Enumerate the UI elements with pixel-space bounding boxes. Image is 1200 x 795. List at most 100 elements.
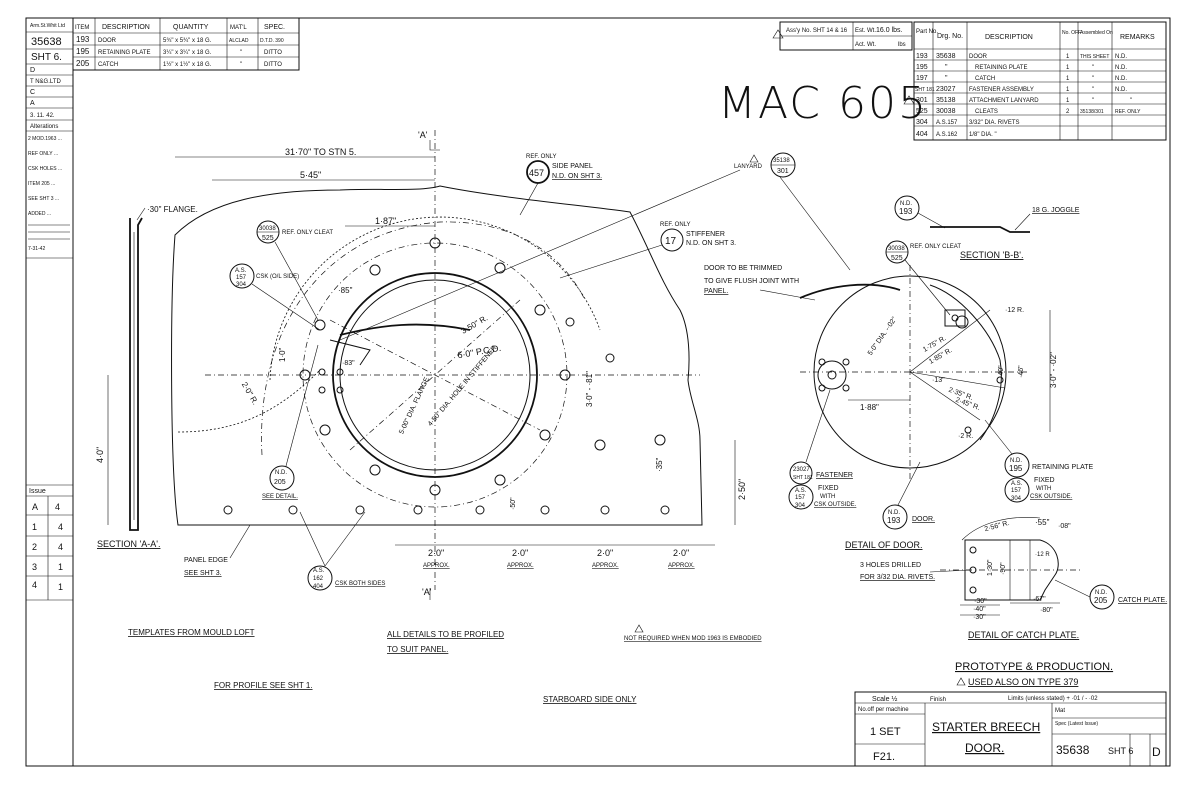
part-desc: FASTENER ASSEMBLY: [969, 87, 1034, 93]
title-sheet: SHT 6: [1108, 746, 1133, 756]
est-wt: 16.0 lbs.: [876, 27, 903, 34]
issue-symbol: 1: [32, 522, 37, 532]
nd193-top-label: N.D.: [900, 201, 912, 207]
note-see-sht1: FOR PROFILE SEE SHT 1.: [214, 681, 313, 690]
bottom-dim-approx: APPROX.: [592, 563, 619, 569]
detail-catch-view: 2·56" R. ·55" ·08" ·12 R 1·30" ·90" ·30"…: [860, 517, 1167, 640]
fixed-csk-note: FIXED: [818, 485, 839, 492]
balloon-457-text: 457: [529, 168, 544, 178]
cut-line-label-bottom: 'A': [422, 587, 432, 597]
strip-row-d: D: [30, 67, 35, 74]
part-drg: A.S.162: [936, 132, 958, 138]
holes-note-2: FOR 3/32 DIA. RIVETS.: [860, 574, 935, 581]
bottom-dim-approx: APPROX.: [507, 563, 534, 569]
callout-fixed-csk-2: A.S. 157 304 FIXED WITH CSK OUTSIDE.: [1004, 477, 1073, 503]
trim-note-2: TO GIVE FLUSH JOINT WITH: [704, 278, 799, 285]
fixed-csk-note: WITH: [820, 494, 835, 500]
trim-note-3: PANEL.: [704, 288, 728, 295]
part-rem: N.D.: [1115, 54, 1127, 60]
note-profile-2: TO SUIT PANEL.: [387, 645, 448, 654]
part-off: 2: [1066, 109, 1070, 115]
item-cell: DITTO: [264, 62, 282, 68]
callout-nd195: N.D. 195 RETAINING PLATE: [984, 419, 1094, 478]
cleat-a-bot: 525: [262, 235, 274, 242]
parts-col-header: Part No.: [916, 29, 938, 35]
part-on: 35138/301: [1080, 109, 1104, 115]
left-sheet-no: SHT 6.: [31, 52, 62, 63]
parts-col-header: No. OFF: [1062, 30, 1081, 36]
title-spec: Spec (Latest Issue): [1055, 721, 1098, 727]
part-off: 1: [1066, 87, 1070, 93]
cleat-b-top: 30038: [888, 246, 905, 252]
dim-500dia: 5·00" DIA. FLANGE: [398, 376, 431, 435]
item-cell: ALCLAD: [229, 38, 249, 44]
as162-mid: 162: [313, 576, 324, 582]
parts-rows: 193 35638 DOOR 1 THIS SHEET N.D. 195 " R…: [914, 53, 1166, 138]
part-drg: 35638: [936, 53, 956, 60]
issue-value: 4: [58, 522, 63, 532]
item-table: ITEM DESCRIPTION QUANTITY MAT'L SPEC. 19…: [72, 17, 300, 71]
door-dim-046: ·46": [1018, 365, 1025, 378]
drawing-title: MAC 605: [718, 78, 928, 129]
section-aa-view: ·30" FLANGE.: [95, 130, 851, 600]
flange-section: [129, 217, 143, 531]
bottom-dim-value: 2·0": [512, 548, 528, 558]
alterations-label: Alterations: [30, 124, 58, 130]
note-profile-1: ALL DETAILS TO BE PROFILED: [387, 630, 504, 639]
notes: TEMPLATES FROM MOULD LOFT ALL DETAILS TO…: [128, 624, 1113, 704]
item-cell: RETAINING PLATE: [98, 50, 150, 56]
door-dim-30: 3·0" - ·02": [1049, 352, 1058, 388]
holes-note-1: 3 HOLES DRILLED: [860, 562, 921, 569]
assy-no: Ass'y No. SHT 14 & 16: [786, 28, 848, 34]
nd193-top-num: 193: [899, 207, 913, 216]
part-on: THIS SHEET: [1080, 54, 1109, 60]
dim-10: 1·0": [278, 347, 287, 362]
fixed-csk-top: A.S.: [795, 488, 807, 494]
item-cell: 205: [76, 59, 90, 68]
item-col-header: DESCRIPTION: [102, 24, 150, 31]
part-desc: DOOR: [969, 54, 988, 60]
fixed-csk2-note: FIXED: [1034, 477, 1055, 484]
fixed-csk2-bot: 304: [1011, 496, 1022, 502]
as162-top: A.S.: [313, 568, 325, 574]
dim-035: ·35": [655, 457, 664, 472]
nd205-catch-note: CATCH PLATE.: [1118, 597, 1167, 604]
alteration-note: CSK HOLES ...: [28, 166, 62, 172]
alteration-note: SEE SHT 3 ...: [28, 196, 59, 202]
part-drg: ": [945, 75, 948, 82]
fixed-csk-mid: 157: [795, 495, 806, 501]
est-wt-label: Est. Wt.: [855, 28, 876, 34]
flange-label: ·30" FLANGE.: [147, 205, 198, 214]
dim-050: ·50": [510, 497, 517, 510]
title-scale: Scale ½: [872, 695, 897, 703]
part-rem: N.D.: [1115, 87, 1127, 93]
item-cell: ": [240, 50, 242, 56]
title-no-off-label: No.off per machine: [858, 707, 909, 713]
title-limits: Limits (unless stated) + ·01 / - ·02: [1008, 696, 1098, 702]
item-cell: DITTO: [264, 50, 282, 56]
catch-plate-outline: [964, 539, 1059, 601]
catch-dim-008: ·08": [1058, 523, 1071, 530]
part-no: SHT 181: [915, 87, 935, 93]
catch-dim-030b: ·30": [973, 614, 986, 621]
part-on: ": [1092, 87, 1094, 93]
door-dim-013: ·13": [932, 377, 945, 384]
callout-fastener: 23027 SHT 181 FASTENER: [789, 389, 853, 485]
dim-30: 3·0" - ·81": [585, 371, 594, 407]
alteration-notes: 2 MOD.1963 ... REF ONLY ... CSK HOLES ..…: [28, 136, 70, 252]
cleat-a-note: REF. ONLY CLEAT: [282, 230, 333, 236]
door-dim-2r: ·2 R.: [958, 433, 973, 440]
item-col-header: SPEC.: [264, 24, 285, 31]
strip-date: 3. 11. 42.: [30, 113, 55, 119]
revision-triangle-icon: [956, 677, 966, 686]
issue-symbol: 4: [32, 580, 37, 590]
nd195-note: RETAINING PLATE: [1032, 464, 1094, 471]
catch-dim-067: ·67": [1033, 596, 1046, 603]
door-dim-12r: ·12 R.: [1005, 307, 1024, 314]
fixed-csk2-note: CSK OUTSIDE.: [1030, 494, 1073, 500]
note-templates: TEMPLATES FROM MOULD LOFT: [128, 628, 255, 637]
cleat-b-bot: 525: [891, 255, 903, 262]
nd205-note: SEE DETAIL.: [262, 494, 298, 500]
bottom-dims: 2·0" APPROX. 2·0" APPROX. 2·0" APPROX. 2…: [423, 548, 695, 569]
